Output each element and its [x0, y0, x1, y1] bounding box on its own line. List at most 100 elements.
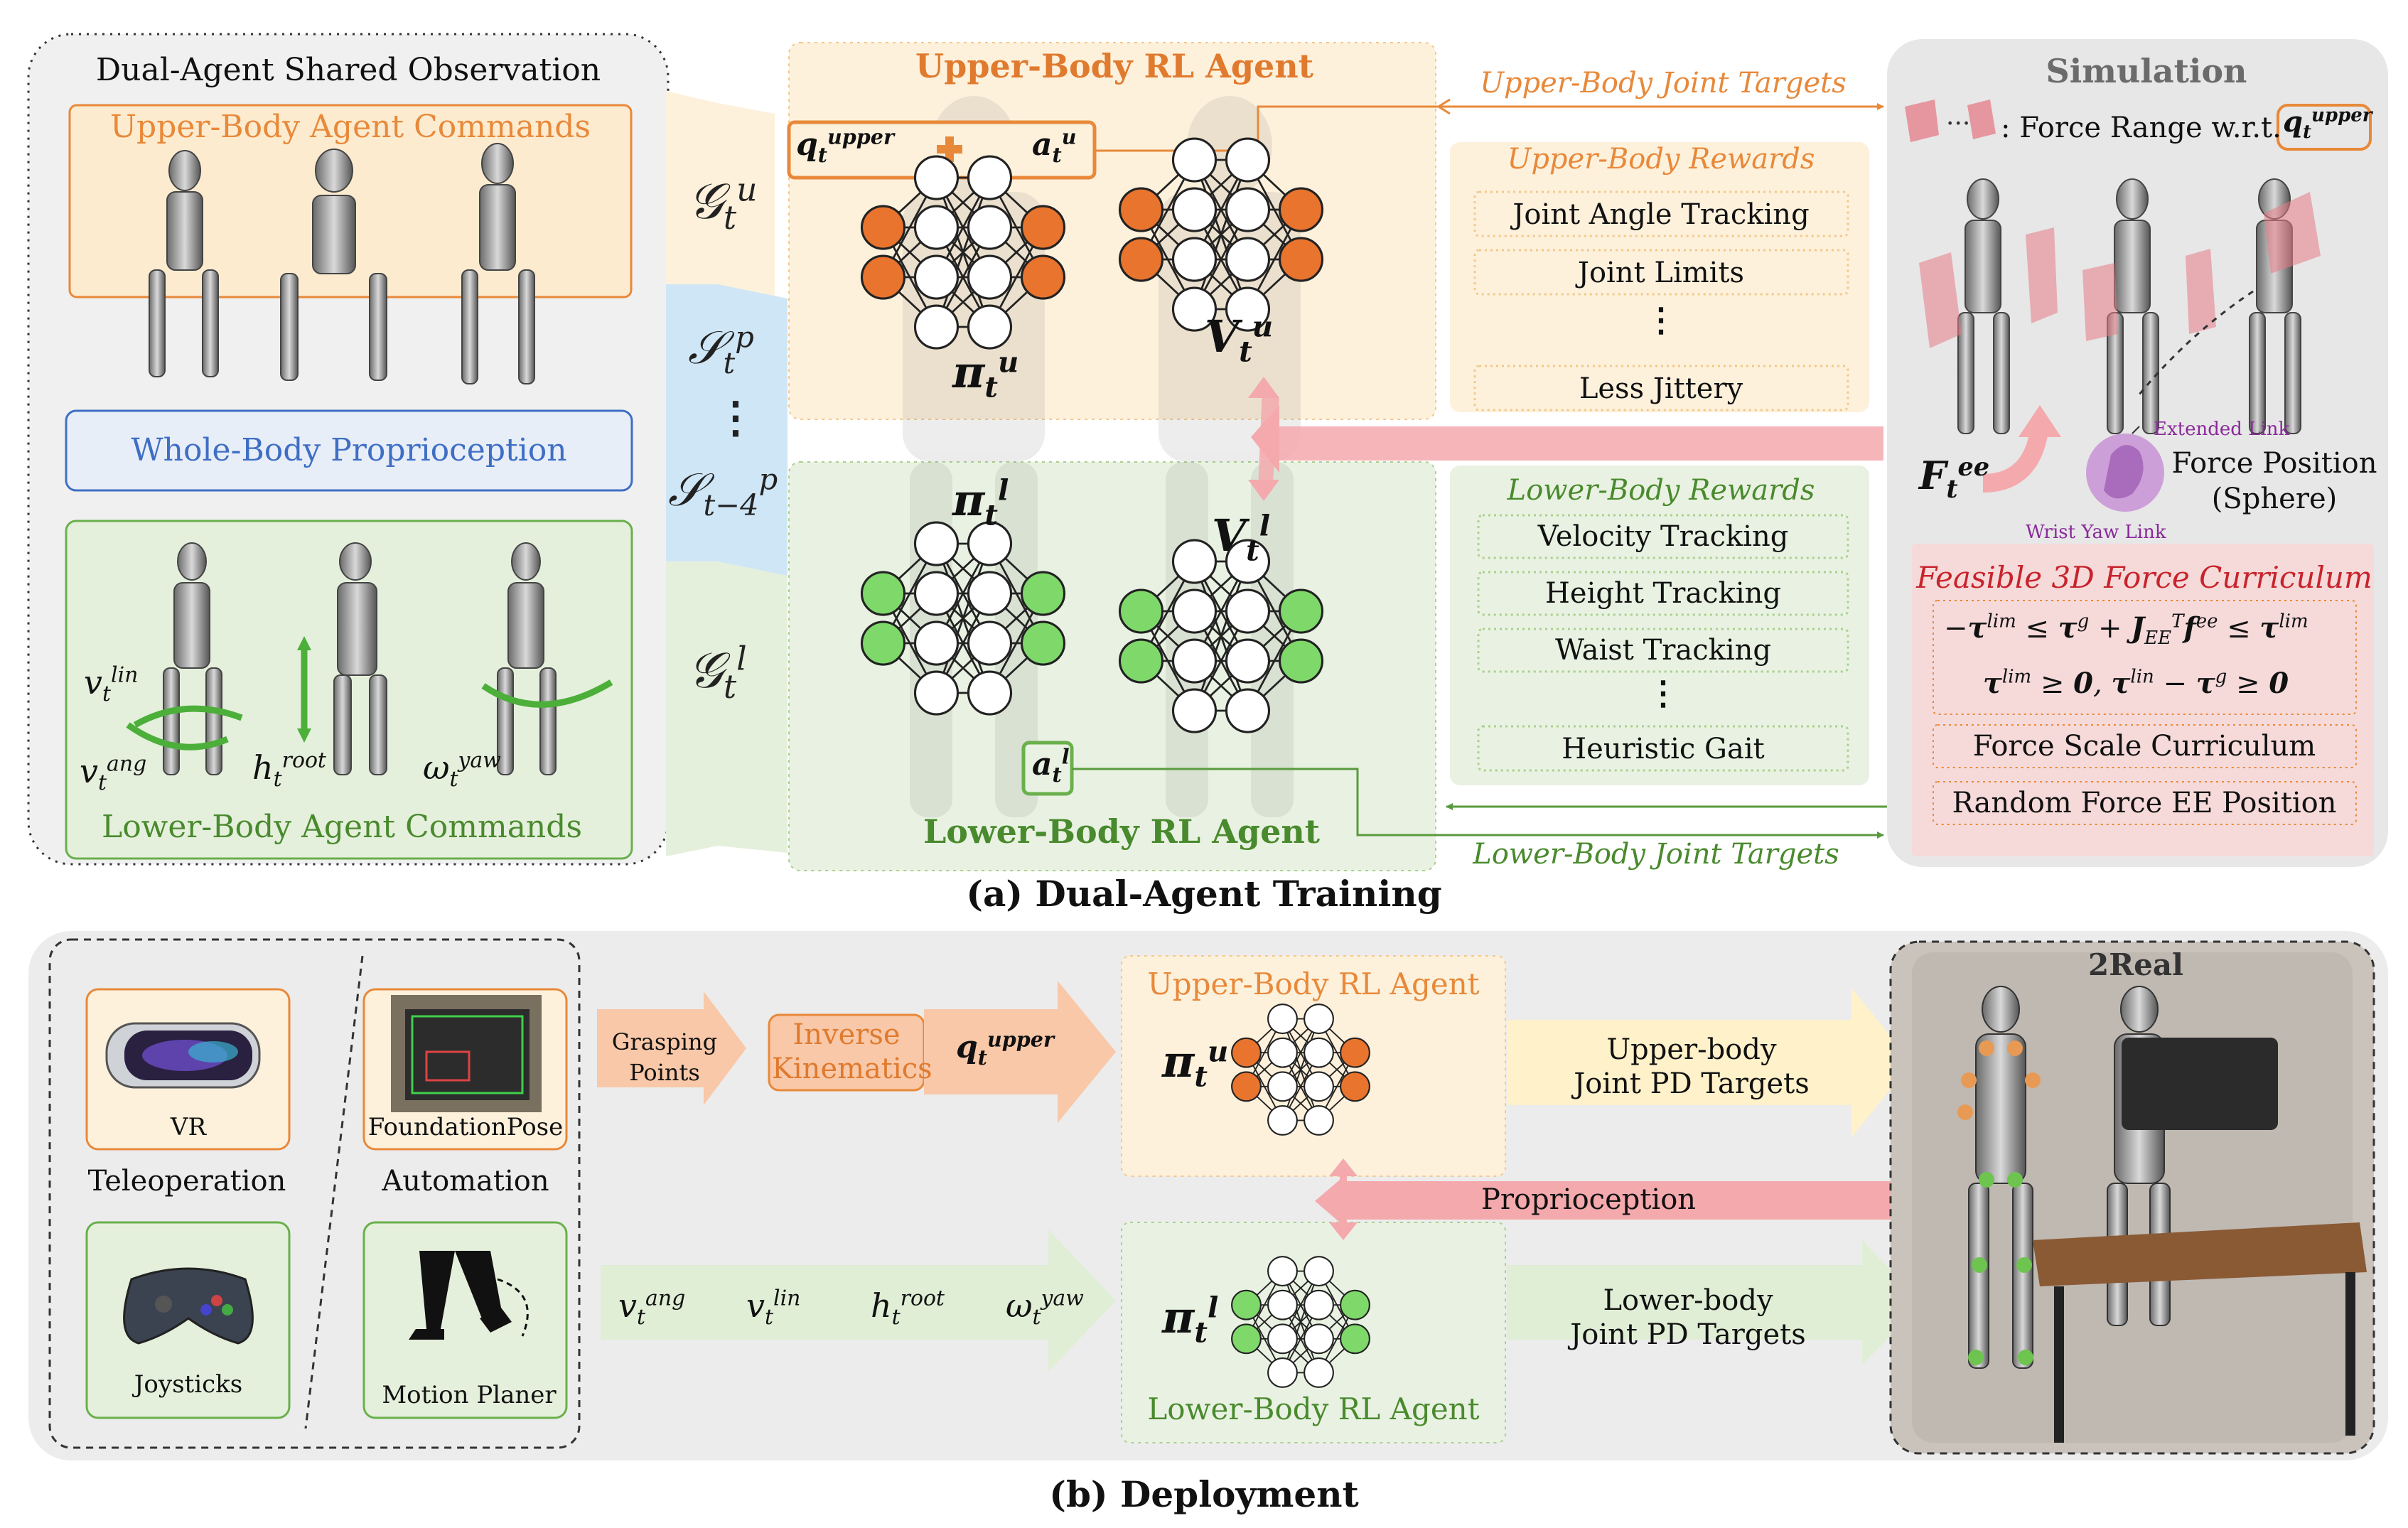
reward-box-less-jittery [1473, 365, 1849, 411]
force-ee-symbol: Ftee [1919, 453, 1990, 504]
upper-policy-network [860, 155, 1066, 350]
input-sources-panel [48, 938, 581, 1449]
wrist-yaw-link-label: Wrist Yaw Link [2026, 522, 2166, 543]
lower-policy-symbol: πtl [952, 473, 1009, 532]
proprioception-label: Whole-Body Proprioception [131, 432, 567, 468]
lower-reward-item: Velocity Tracking [1537, 520, 1789, 553]
motion-planer-label: Motion Planer [382, 1381, 557, 1409]
proprioception-box [65, 409, 633, 492]
joystick-icon [123, 1267, 254, 1345]
teleoperation-label: Teleoperation [87, 1165, 286, 1198]
upper-pd-line2: Joint PD Targets [1574, 1067, 1810, 1100]
robot-illustrations-lower [163, 542, 557, 775]
curriculum-title: Feasible 3D Force Curriculum [1916, 560, 2372, 595]
force-scale-box [1933, 724, 2357, 768]
cmd-vlin: vtlin [84, 662, 139, 707]
state-ellipsis: ⋮ [714, 393, 757, 443]
random-force-label: Random Force EE Position [1952, 787, 2337, 819]
goal-lower-band [666, 561, 788, 856]
training-caption: (a) Dual-Agent Training [966, 873, 1442, 915]
upper-q-input: qtupper [796, 124, 895, 167]
real-label: 2Real [2087, 947, 2184, 982]
table-prop [2033, 1222, 2367, 1286]
critic-arrow-body [1272, 419, 1883, 461]
wyaw-arrow [481, 679, 613, 708]
deploy-q-upper: qtupper [956, 1027, 1055, 1070]
plus-icon [937, 136, 962, 162]
state-band [666, 284, 788, 590]
state-current-symbol: 𝒮tp [688, 319, 754, 380]
deploy-cmd-hroot: htroot [871, 1286, 945, 1330]
upper-reward-item: Less Jittery [1579, 372, 1743, 405]
sources-divider [304, 955, 364, 1429]
joysticks-box [85, 1221, 291, 1419]
robot-illustrations-upper [149, 143, 535, 384]
foundationpose-label: FoundationPose [367, 1113, 564, 1141]
curriculum-box [1912, 544, 2374, 856]
lower-pd-line2: Joint PD Targets [1570, 1318, 1806, 1351]
joint-markers-orange [1957, 1040, 2041, 1120]
upper-value-network [1118, 137, 1324, 332]
vang-arrow [126, 722, 229, 750]
automation-label: Automation [382, 1165, 549, 1198]
lower-reward-item: Waist Tracking [1554, 634, 1772, 667]
force-range-q-box [2277, 104, 2372, 151]
fee-arrow [1982, 425, 2049, 493]
deploy-upper-agent-title: Upper-Body RL Agent [1147, 967, 1480, 1001]
deploy-pi-u: πtu [1162, 1034, 1229, 1094]
upper-rewards-panel [1450, 142, 1869, 412]
goal-lower-symbol: 𝒢tl [688, 640, 747, 706]
walking-legs-icon [409, 1251, 529, 1340]
deploy-lower-policy-network [1231, 1256, 1370, 1388]
sphere-label: (Sphere) [2211, 483, 2338, 515]
deploy-cmd-wyaw: ωtyaw [1006, 1286, 1084, 1330]
goal-upper-symbol: 𝒢tu [688, 171, 758, 237]
vlin-arrow [133, 705, 243, 728]
deploy-cmd-vang: vtang [618, 1286, 686, 1330]
lower-pd-arrow [1507, 1240, 1923, 1365]
joysticks-label: Joysticks [134, 1370, 243, 1399]
lower-commands-label: Lower-Body Agent Commands [101, 809, 583, 845]
observation-title: Dual-Agent Shared Observation [95, 52, 601, 88]
upper-reward-item: Joint Angle Tracking [1512, 198, 1810, 231]
upper-value-symbol: Vtu [1205, 309, 1274, 369]
curriculum-eq1: −τlim ≤ τg + JEETfee ≤ τlim [1944, 610, 2308, 649]
lower-joint-target-arrow [1072, 768, 1884, 839]
lower-reward-item: Height Tracking [1545, 577, 1781, 610]
lower-agent-title: Lower-Body RL Agent [923, 812, 1321, 851]
upper-rewards-title: Upper-Body Rewards [1507, 143, 1815, 176]
reward-box-joint-angle [1473, 190, 1849, 237]
proprioception-arrow [1340, 1181, 1898, 1220]
upper-pd-arrow [1507, 988, 1912, 1137]
foundationpose-image [391, 995, 542, 1112]
cmd-wyaw: ωtyaw [423, 748, 501, 792]
lower-value-network [1118, 539, 1324, 733]
vr-headset-icon [105, 1022, 261, 1089]
grasping-points-label: Grasping Points [611, 1028, 718, 1087]
lower-rewards-title: Lower-Body Rewards [1507, 474, 1815, 507]
lower-value-symbol: Vtl [1212, 508, 1271, 568]
proprioception-arrow-label: Proprioception [1480, 1183, 1697, 1216]
upper-commands-label: Upper-Body Agent Commands [109, 109, 591, 145]
grasping-arrow [597, 991, 746, 1105]
lower-pd-line1: Lower-body [1603, 1284, 1773, 1317]
simulation-title: Simulation [2046, 52, 2247, 90]
force-range-label: : Force Range w.r.t. [2001, 112, 2281, 144]
critic-arrow-up [1248, 377, 1279, 398]
force-range-ellipsis: ··· [1946, 109, 1971, 139]
lower-joint-targets-label: Lower-Body Joint Targets [1473, 838, 1839, 871]
curriculum-equations-box [1933, 600, 2357, 715]
upper-reward-ellipsis: ⋮ [1645, 301, 1677, 339]
deployment-caption: (b) Deployment [1049, 1473, 1359, 1515]
motion-planer-box [362, 1221, 568, 1419]
lower-policy-network [860, 521, 1066, 716]
upper-feedback-arrowhead [1436, 98, 1451, 115]
extended-link-label: Extended Link [2154, 419, 2290, 440]
deploy-cmd-vlin: vtlin [746, 1286, 801, 1330]
cmd-hroot: htroot [252, 748, 326, 792]
joint-markers-green [1968, 1172, 2033, 1365]
inverse-kinematics-label: Inverse Kinematics [772, 1018, 932, 1085]
force-scale-label: Force Scale Curriculum [1972, 730, 2316, 763]
